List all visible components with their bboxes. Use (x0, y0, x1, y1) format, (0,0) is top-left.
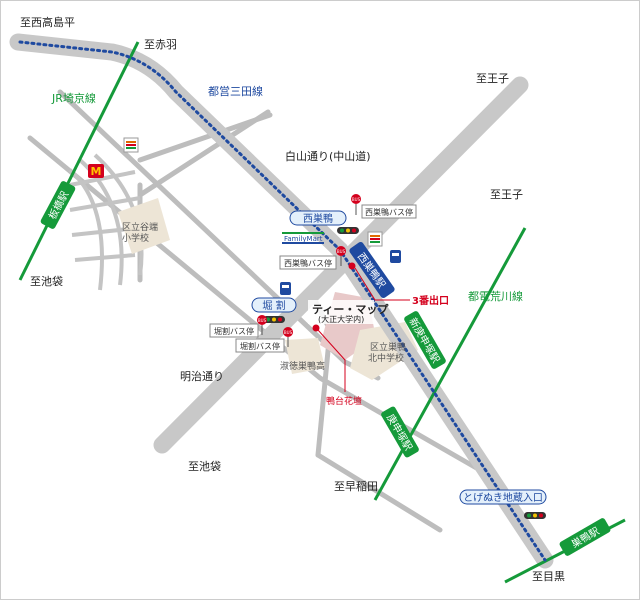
shukutoku-label: 淑徳巣鴨高 (280, 360, 325, 372)
bus-stop-horiwari-2-label: 堀割バス停 (240, 341, 280, 351)
kamodai-leader (317, 329, 346, 392)
toei-mita-line-label: 都営三田線 (208, 84, 263, 98)
destination-label: ティー・マップ (312, 302, 389, 316)
toden-arakawa-line-label: 都電荒川線 (468, 289, 523, 303)
shukutoku-high-area (285, 338, 325, 374)
toei-mita-line (18, 40, 547, 562)
nishisugamo-school-label-2: 北中学校 (368, 352, 404, 364)
bus-stop-nishisugamo-north-label: 西巣鴨バス停 (365, 207, 413, 217)
police-box-icon (280, 282, 291, 295)
bus-badge: BUS (284, 330, 293, 335)
bus-badge: BUS (352, 197, 361, 202)
itabashi-station: 板橋駅 (40, 181, 76, 229)
grid-arc-1 (68, 168, 104, 291)
exit3-label: 3番出口 (412, 294, 449, 307)
svg-text:M: M (91, 165, 102, 178)
residential-grid (68, 153, 144, 291)
sugamo-station: 巣鴨駅 (559, 518, 611, 556)
exit3-marker (348, 262, 356, 270)
destination-callout: ティー・マップ (大正大学内) (308, 300, 389, 324)
to-ikebukuro-bottom-label: 至池袋 (188, 459, 221, 473)
bus-stop-horiwari-2: BUS 堀割バス停 (235, 327, 293, 353)
nishisugamo-intersection: 西巣鴨 (289, 210, 359, 234)
familymart-label: FamilyMart (284, 235, 323, 243)
grid-line-1 (69, 170, 136, 187)
mcdonalds-icon: M (88, 164, 104, 178)
bus-badge: BUS (258, 318, 267, 323)
seven-eleven-icon (367, 231, 383, 247)
familymart-icon: FamilyMart (282, 232, 324, 244)
toden-arakawa-line (373, 227, 527, 501)
yato-school-label-1: 区立谷端 (122, 221, 158, 233)
meiji-dori-label: 明治通り (180, 369, 224, 383)
bus-stop-horiwari-1: BUS 堀割バス停 (209, 315, 267, 338)
seven-eleven-icon (123, 137, 139, 153)
exit3-leader (354, 267, 410, 301)
yato-school-label-2: 小学校 (122, 232, 149, 244)
bus-stop-nishisugamo-south: BUS 西巣鴨バス停 (279, 246, 346, 270)
police-box-icon (390, 250, 401, 263)
nishisugamo-intersection-label: 西巣鴨 (303, 212, 333, 225)
togenuki-intersection: とげぬき地蔵入口 (459, 489, 547, 519)
yato-elementary-area (118, 198, 170, 254)
bus-stop-nishisugamo-north: BUS 西巣鴨バス停 (351, 194, 417, 219)
grid-line-2 (69, 196, 141, 212)
to-oji-label-1: 至王子 (476, 72, 509, 85)
nishisugamo-school-label-1: 区立巣鴨 (370, 341, 406, 353)
to-meguro-label: 至目黒 (532, 570, 565, 583)
to-ikebukuro-left-label: 至池袋 (30, 274, 63, 288)
horiwari-intersection-label: 堀 割 (262, 299, 285, 312)
togenuki-intersection-label: とげぬき地蔵入口 (463, 491, 543, 504)
bus-badge: BUS (337, 249, 346, 254)
kamodai-marker (312, 324, 320, 332)
jr-saikyo-line-label: JR埼京線 (51, 91, 96, 105)
jr-saikyo-line (18, 41, 140, 281)
to-waseda-label: 至早稲田 (334, 480, 378, 493)
bus-stop-horiwari-1-label: 堀割バス停 (214, 326, 254, 336)
to-oji-label-2: 至王子 (490, 188, 523, 201)
to-nishitakashimadaira-label: 至西高島平 (20, 15, 75, 29)
kamodai-label: 鴨台花壇 (326, 395, 362, 407)
grid-line-4 (74, 253, 136, 262)
destination-sub-label: (大正大学内) (318, 314, 364, 324)
horiwari-intersection: 堀 割 (251, 297, 297, 323)
hakusan-dori-label: 白山通り(中山道) (285, 149, 371, 163)
bus-stop-nishisugamo-south-label: 西巣鴨バス停 (284, 258, 332, 268)
to-akabane-label: 至赤羽 (144, 38, 177, 51)
road-north-link (137, 109, 271, 198)
